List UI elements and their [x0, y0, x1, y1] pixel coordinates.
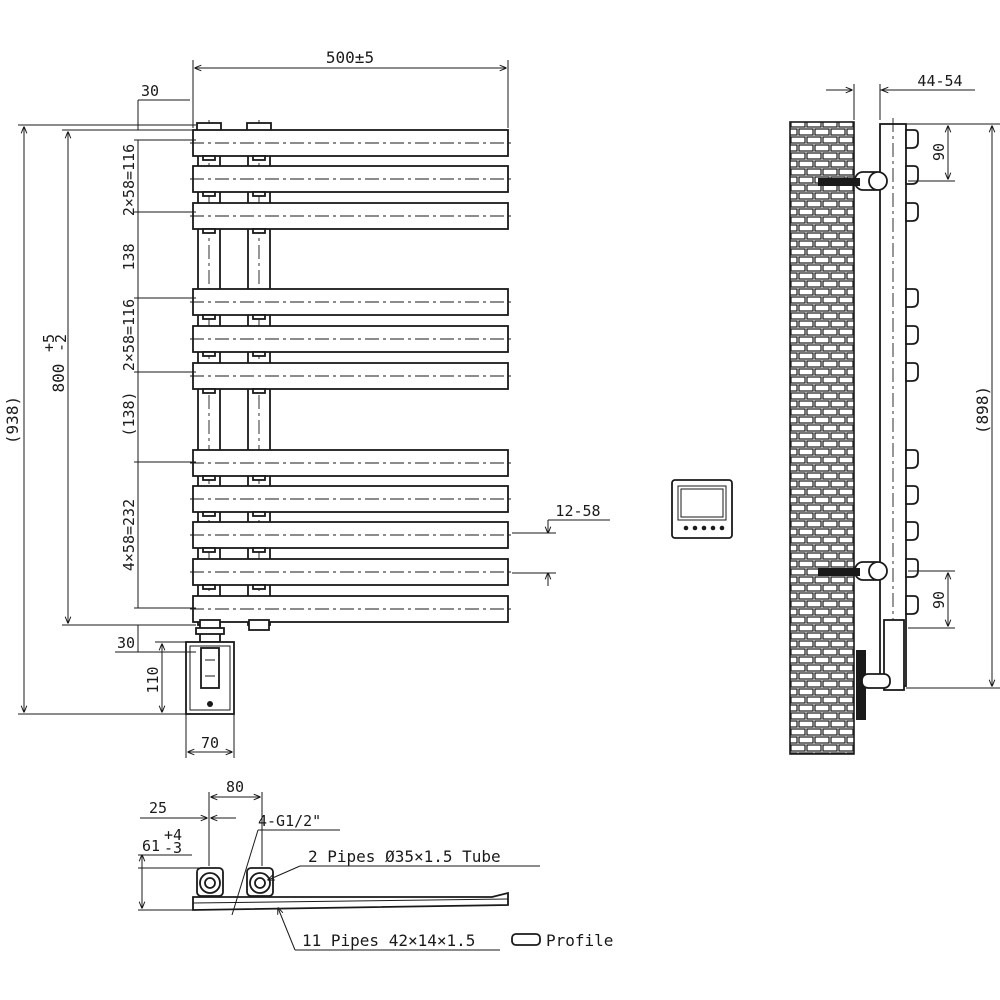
- front-view: 500±5 30 (938) 800 +5 -2 2×58=116 138 2×…: [3, 48, 610, 758]
- group2-dimension: 2×58=116: [120, 299, 138, 371]
- side-profile-end: [905, 362, 919, 382]
- side-profile-end: [905, 485, 919, 505]
- side-profile-end: [905, 325, 919, 345]
- horizontal-profile-bars: [190, 129, 512, 627]
- plan-dim-25: 25: [149, 799, 167, 817]
- profile-shape-icon: [511, 933, 541, 946]
- plan-dim-80: 80: [226, 778, 244, 796]
- plan-dim-61: 61: [142, 837, 160, 855]
- heater-element-box: [185, 641, 235, 715]
- group3-dimension: 4×58=232: [120, 499, 138, 571]
- plan-right-pipe: [246, 867, 274, 897]
- side-profile-end: [905, 165, 919, 185]
- side-profile-end: [905, 558, 919, 578]
- thread-label: 4-G1/2": [258, 812, 321, 830]
- profile-word: Profile: [546, 931, 613, 950]
- box-height-dimension: 110: [144, 666, 162, 693]
- width-dimension: 500±5: [326, 48, 374, 67]
- side-profile-end: [905, 449, 919, 469]
- height-dimension: 800: [49, 364, 68, 393]
- side-profile-end: [905, 202, 919, 222]
- bottom-wall-bracket: [818, 561, 888, 581]
- box-width-dimension: 70: [201, 734, 219, 752]
- plan-view: 80 25 61 +4 -3 4-G1/2" 2 Pipes Ø35×1.5 T…: [138, 778, 613, 951]
- top-wall-bracket: [818, 171, 888, 191]
- bottom-bracket-dimension: 90: [930, 591, 948, 609]
- tube-label: 2 Pipes Ø35×1.5 Tube: [308, 847, 501, 866]
- side-total-height-dimension: (898): [973, 386, 992, 434]
- plan-dim-61-group: 61 +4 -3: [142, 826, 182, 857]
- plan-dim-61-tol-lower: -3: [164, 839, 182, 857]
- side-profile-end: [905, 521, 919, 541]
- bottom-offset-dimension: 30: [117, 634, 135, 652]
- side-view: 44-54 (898) 90 90: [789, 72, 1000, 755]
- side-profile-end: [905, 288, 919, 308]
- gap1-dimension: 138: [120, 243, 138, 270]
- top-offset-dimension: 30: [141, 82, 159, 100]
- height-tolerance-upper: +5: [40, 334, 58, 352]
- spacing-dimension: 12-58: [555, 502, 600, 520]
- group1-dimension: 2×58=116: [120, 144, 138, 216]
- plan-left-pipe: [196, 867, 224, 897]
- side-profile-end: [905, 129, 919, 149]
- height-tolerance-lower: -2: [52, 334, 70, 352]
- thermostat-controller-icon: [671, 479, 733, 539]
- brick-wall-pattern: [789, 121, 855, 755]
- side-profile-end: [905, 595, 919, 615]
- gap2-dimension: (138): [120, 391, 138, 436]
- top-bracket-dimension: 90: [930, 143, 948, 161]
- total-height-dimension: (938): [3, 396, 22, 444]
- wall-gap-dimension: 44-54: [917, 72, 962, 90]
- plan-dim-61-tol-upper: +4: [164, 826, 182, 844]
- profile-label: 11 Pipes 42×14×1.5: [302, 931, 475, 950]
